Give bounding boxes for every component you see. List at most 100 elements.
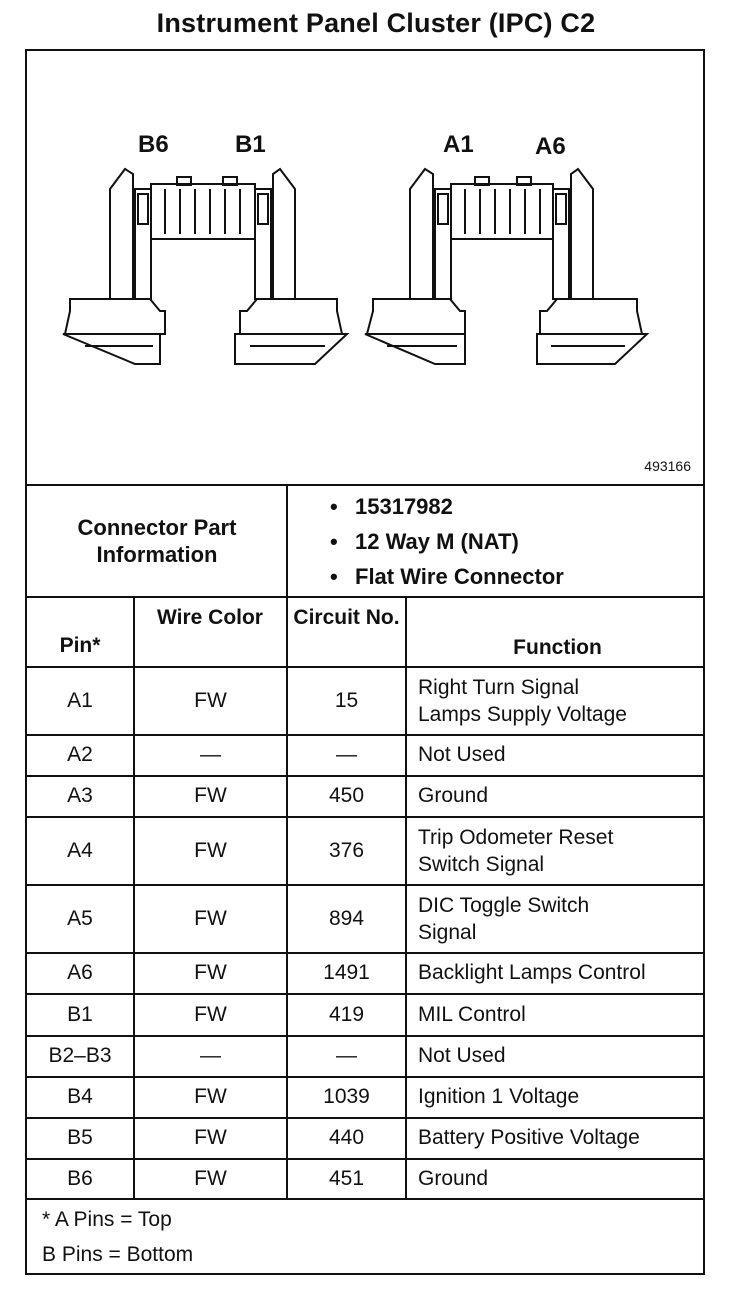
- pin-cell: A5: [67, 907, 93, 930]
- figure-number: 493166: [644, 458, 691, 474]
- connector-info-item: • 12 Way M (NAT): [330, 527, 564, 562]
- header-circuit-no: Circuit No.: [293, 606, 400, 629]
- row-divider: [25, 775, 705, 777]
- connector-info-label: Connector Part Information: [77, 515, 237, 567]
- divider-line: [25, 596, 705, 598]
- column-divider: [133, 598, 135, 1198]
- wire-color-cell: FW: [194, 1085, 227, 1108]
- function-line: DIC Toggle Switch: [418, 894, 590, 917]
- circuit-cell: 440: [328, 1126, 365, 1149]
- bullet-icon: •: [330, 529, 338, 554]
- function-line: Ignition 1 Voltage: [418, 1085, 580, 1108]
- pin-cell: B6: [67, 1167, 93, 1190]
- wire-color-cell: FW: [194, 689, 227, 712]
- header-wire-color: Wire Color: [157, 606, 263, 629]
- function-cell: Not Used: [418, 1042, 506, 1069]
- function-cell: Not Used: [418, 741, 506, 768]
- column-divider: [286, 598, 288, 1198]
- circuit-cell: 1039: [323, 1085, 370, 1108]
- wire-color-cell: FW: [194, 907, 227, 930]
- divider-line: [286, 486, 288, 596]
- function-line: Right Turn Signal: [418, 676, 580, 699]
- row-divider: [25, 1117, 705, 1119]
- document-frame: [25, 49, 705, 1275]
- header-pin: Pin*: [59, 634, 101, 657]
- wire-color-cell: —: [200, 743, 221, 766]
- function-cell: Ground: [418, 1165, 488, 1192]
- pin-label-b1: B1: [235, 131, 266, 158]
- row-divider: [25, 734, 705, 736]
- pin-label-a1: A1: [443, 131, 474, 158]
- wire-color-cell: FW: [194, 1167, 227, 1190]
- pin-cell: A3: [67, 784, 93, 807]
- divider-line: [25, 484, 705, 486]
- row-divider: [25, 1198, 705, 1200]
- circuit-cell: —: [336, 1044, 357, 1067]
- function-cell: Right Turn Signal Lamps Supply Voltage: [418, 674, 627, 728]
- connector-info-list: • 15317982 • 12 Way M (NAT) • Flat Wire Con…: [330, 492, 564, 597]
- function-cell: MIL Control: [418, 1001, 526, 1028]
- connector-info-item: • Flat Wire Connector: [330, 562, 564, 597]
- row-divider: [25, 1035, 705, 1037]
- row-divider: [25, 666, 705, 668]
- function-line: Ground: [418, 1167, 489, 1190]
- column-divider: [405, 598, 407, 1198]
- pin-cell: B4: [67, 1085, 93, 1108]
- pin-cell: A6: [67, 961, 93, 984]
- circuit-cell: 419: [328, 1003, 365, 1026]
- function-cell: Ground: [418, 782, 488, 809]
- part-number: 15317982: [355, 494, 453, 519]
- bullet-icon: •: [330, 564, 338, 589]
- circuit-cell: —: [336, 743, 357, 766]
- function-line: Lamps Supply Voltage: [418, 703, 627, 726]
- function-line: Backlight Lamps Control: [418, 961, 646, 984]
- page-title: Instrument Panel Cluster (IPC) C2: [156, 8, 596, 38]
- function-line: MIL Control: [418, 1003, 526, 1026]
- circuit-cell: 15: [334, 689, 359, 712]
- connector-type: 12 Way M (NAT): [355, 529, 519, 554]
- header-function: Function: [513, 636, 602, 659]
- pin-cell: A4: [67, 839, 93, 862]
- row-divider: [25, 993, 705, 995]
- function-line: Signal: [418, 921, 477, 944]
- circuit-cell: 1491: [323, 961, 370, 984]
- function-cell: Trip Odometer Reset Switch Signal: [418, 824, 613, 878]
- row-divider: [25, 884, 705, 886]
- pin-cell: B1: [67, 1003, 93, 1026]
- wire-color-cell: —: [200, 1044, 221, 1067]
- row-divider: [25, 1158, 705, 1160]
- connector-info-item: • 15317982: [330, 492, 564, 527]
- footnote-a-pins: * A Pins = Top: [42, 1208, 172, 1231]
- connector-drawing: [62, 167, 650, 365]
- pin-cell: A1: [67, 689, 93, 712]
- wire-color-cell: FW: [194, 961, 227, 984]
- left-connector-shape: [62, 167, 350, 365]
- bullet-icon: •: [330, 494, 338, 519]
- row-divider: [25, 952, 705, 954]
- pin-label-a6: A6: [535, 133, 566, 160]
- function-line: Trip Odometer Reset: [418, 826, 614, 849]
- function-line: Switch Signal: [418, 853, 545, 876]
- function-cell: Ignition 1 Voltage: [418, 1083, 579, 1110]
- wire-color-cell: FW: [194, 1003, 227, 1026]
- pin-cell: A2: [67, 743, 93, 766]
- function-cell: DIC Toggle Switch Signal: [418, 892, 589, 946]
- pin-cell: B2–B3: [48, 1044, 112, 1067]
- right-connector-shape: [364, 167, 650, 365]
- circuit-cell: 376: [328, 839, 365, 862]
- function-line: Not Used: [418, 743, 506, 766]
- connector-figure: B6 B1 A1 A6 493166: [25, 49, 705, 484]
- pin-label-b6: B6: [138, 131, 169, 158]
- footnote-b-pins: B Pins = Bottom: [42, 1243, 194, 1266]
- wire-color-cell: FW: [194, 839, 227, 862]
- pin-cell: B5: [67, 1126, 93, 1149]
- circuit-cell: 450: [328, 784, 365, 807]
- connector-description: Flat Wire Connector: [355, 564, 564, 589]
- circuit-cell: 894: [328, 907, 365, 930]
- row-divider: [25, 1076, 705, 1078]
- function-cell: Battery Positive Voltage: [418, 1124, 640, 1151]
- wire-color-cell: FW: [194, 1126, 227, 1149]
- function-line: Battery Positive Voltage: [418, 1126, 640, 1149]
- wire-color-cell: FW: [194, 784, 227, 807]
- function-cell: Backlight Lamps Control: [418, 959, 646, 986]
